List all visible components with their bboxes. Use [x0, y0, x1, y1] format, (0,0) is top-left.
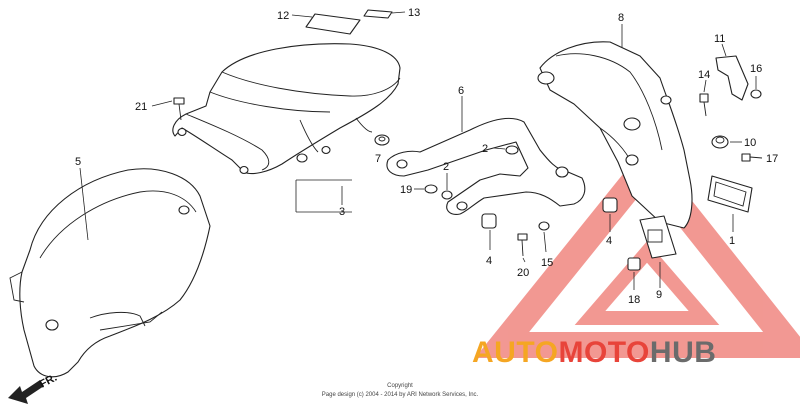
bolt-17	[741, 153, 763, 162]
reflector-1	[707, 175, 753, 232]
grommet-10	[711, 135, 742, 149]
callout-20: 20	[517, 267, 529, 279]
bolt-20	[517, 233, 528, 263]
callout-5: 5	[75, 156, 81, 168]
callout-14: 14	[698, 69, 710, 81]
svg-text:AUTOMOTOHUB: AUTOMOTOHUB	[472, 336, 716, 369]
brand-moto: MOTO	[558, 336, 649, 369]
callout-9: 9	[656, 289, 662, 301]
callout-6: 6	[458, 85, 464, 97]
callout-16: 16	[750, 63, 762, 75]
callout-4a: 4	[486, 255, 492, 267]
watermark-triangle	[474, 144, 800, 358]
nut-16	[750, 76, 762, 99]
callout-12: 12	[277, 10, 289, 22]
nut-19	[414, 184, 438, 194]
callout-11: 11	[714, 33, 725, 45]
brand-hub: HUB	[650, 336, 717, 369]
callout-2a: 2	[482, 143, 488, 155]
bracket-9-part	[639, 215, 677, 288]
callout-8: 8	[618, 12, 624, 24]
rear-fender-part	[9, 167, 211, 378]
bolt-14	[699, 79, 709, 117]
callout-1: 1	[729, 235, 735, 247]
callout-2b: 2	[443, 161, 449, 173]
bracket-6-part	[386, 96, 586, 215]
collar-2b	[441, 173, 453, 200]
brand-auto: AUTO	[472, 336, 558, 369]
copyright-line2: Page design (c) 2004 - 2014 by ARI Netwo…	[322, 392, 479, 398]
bracket-11	[715, 43, 749, 101]
callout-10: 10	[744, 137, 756, 149]
grommet-7	[374, 134, 390, 146]
callout-17: 17	[766, 153, 778, 165]
callout-15: 15	[541, 257, 553, 269]
frame-8-part	[537, 24, 693, 229]
collar-2a	[493, 145, 519, 155]
rubber-4b	[602, 197, 618, 232]
copyright-line1: Copyright	[387, 383, 413, 389]
seat-cowl-part	[172, 43, 401, 213]
label-plates	[291, 9, 406, 35]
callout-21: 21	[135, 101, 147, 113]
callout-13: 13	[408, 7, 420, 19]
callout-7: 7	[375, 153, 381, 165]
rubber-4a	[481, 213, 497, 250]
bolt-21	[151, 97, 185, 121]
callout-3: 3	[339, 206, 345, 218]
callout-4b: 4	[606, 235, 612, 247]
collar-15	[538, 221, 550, 253]
front-direction-arrow-icon	[8, 380, 44, 404]
callout-18: 18	[628, 294, 640, 306]
watermark-logo: AUTOMOTOHUB	[472, 336, 716, 369]
callout-19: 19	[400, 184, 412, 196]
nut-18	[627, 257, 641, 290]
